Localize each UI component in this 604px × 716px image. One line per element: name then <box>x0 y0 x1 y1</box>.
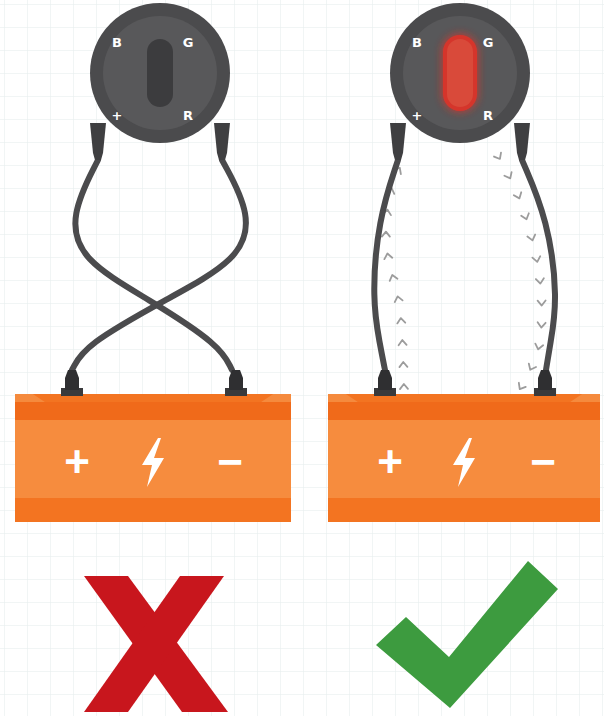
battery-top-band <box>328 394 600 420</box>
flow-chevron <box>388 274 397 281</box>
flow-chevron <box>516 383 525 391</box>
flow-chevron <box>514 192 523 200</box>
terminal-letter: R <box>183 109 193 122</box>
indicator-glow <box>443 35 477 111</box>
cable-plug <box>65 370 79 390</box>
device-housing <box>90 3 230 143</box>
flow-chevron <box>527 235 536 242</box>
cable-plug <box>378 370 392 390</box>
cable-plug <box>229 370 243 390</box>
current-flow-chevrons <box>382 152 546 392</box>
battery-box: +− <box>15 370 291 522</box>
cable-plug <box>390 123 406 160</box>
flow-chevron <box>538 300 546 305</box>
polarity-sign: − <box>217 440 243 484</box>
battery-label-band <box>15 420 291 498</box>
battery-outline <box>328 370 600 522</box>
lightning-bolt <box>142 438 164 487</box>
tester-device: B G + R <box>88 3 232 160</box>
battery-label-band <box>328 420 600 498</box>
battery-corner <box>570 394 600 402</box>
terminal-letter: G <box>483 36 494 49</box>
cable-plug <box>214 123 230 160</box>
flow-chevron <box>537 322 545 327</box>
battery-outline <box>15 370 291 522</box>
cable-plug <box>514 123 530 160</box>
cable-plug <box>90 123 106 160</box>
flow-chevron <box>398 340 406 345</box>
polarity-sign: + <box>377 440 403 484</box>
flow-chevron <box>534 344 543 351</box>
tester-device: B G + R <box>388 3 532 160</box>
battery-body <box>328 394 600 522</box>
terminal-letter: B <box>112 36 122 49</box>
battery-corner <box>15 394 45 402</box>
flow-chevron <box>521 213 530 220</box>
device-outline <box>388 3 532 160</box>
flow-chevron <box>394 296 403 303</box>
flow-chevron <box>504 172 513 180</box>
device-housing <box>390 3 530 143</box>
device-face <box>403 16 517 130</box>
terminal-letter: + <box>112 109 123 122</box>
flow-chevron <box>400 384 408 389</box>
terminal-letter: B <box>412 36 422 49</box>
cable <box>72 160 246 370</box>
battery-body <box>15 394 291 522</box>
battery-corner <box>328 394 358 402</box>
cable-plug <box>538 370 552 390</box>
battery-top-band <box>15 394 291 420</box>
right-check <box>376 561 558 708</box>
cable <box>522 160 555 370</box>
indicator-window <box>447 39 473 107</box>
flow-chevron <box>397 318 405 324</box>
flow-chevron <box>532 256 541 262</box>
flow-chevron <box>527 364 536 372</box>
terminal-letter: + <box>412 109 423 122</box>
flow-chevron <box>383 253 392 259</box>
device-outline <box>88 3 232 160</box>
polarity-sign: + <box>64 440 90 484</box>
terminal-letter: G <box>183 36 194 49</box>
cable <box>374 160 398 370</box>
flow-chevron <box>494 153 503 161</box>
battery-box: +− <box>328 370 600 522</box>
flow-chevron <box>536 278 544 284</box>
device-face <box>103 16 217 130</box>
battery-corner <box>261 394 291 402</box>
indicator-window <box>147 39 173 107</box>
flow-chevron <box>399 362 407 367</box>
terminal-letter: R <box>483 109 493 122</box>
flow-chevron <box>382 232 390 237</box>
lightning-bolt <box>453 438 475 487</box>
polarity-sign: − <box>530 440 556 484</box>
wrong-cross <box>84 576 228 712</box>
